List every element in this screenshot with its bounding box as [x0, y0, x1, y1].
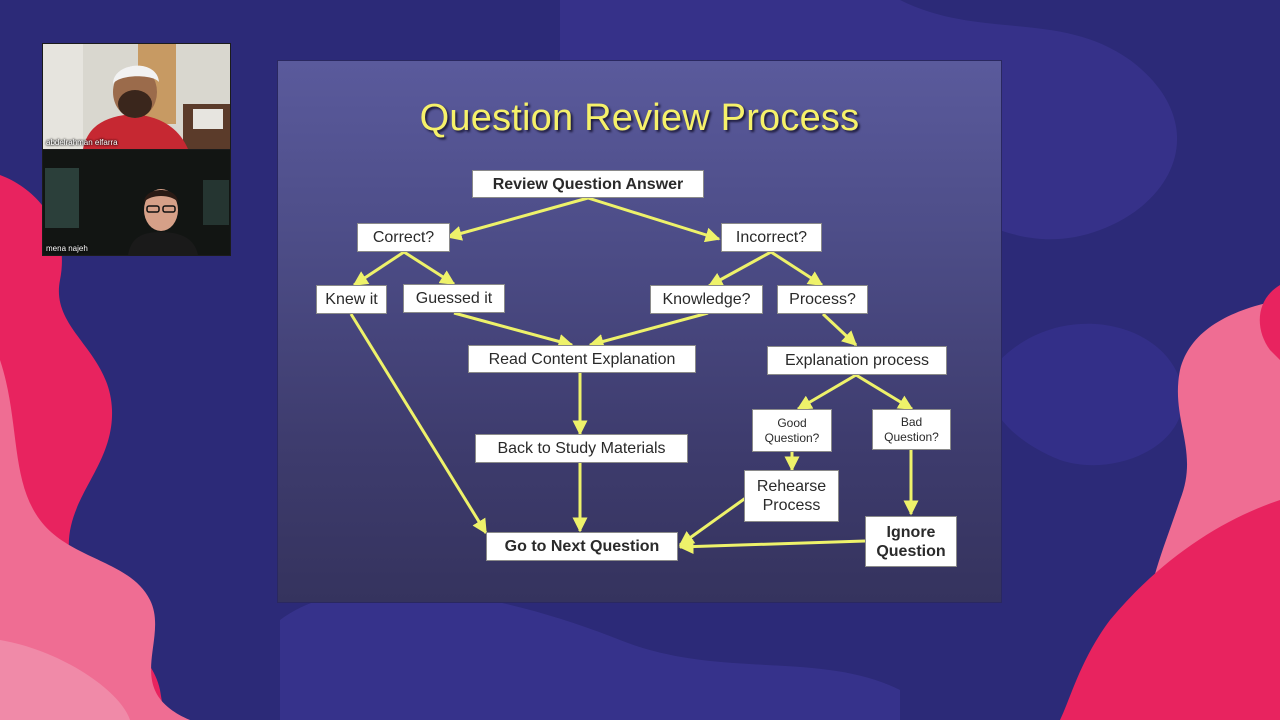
participant-video-tile[interactable]: mena najeh: [42, 149, 231, 256]
arrow: [855, 373, 914, 411]
arrow: [588, 311, 709, 349]
flowchart-arrows: [349, 196, 919, 555]
node-guessed-it: Guessed it: [403, 284, 505, 313]
participant-video-tile[interactable]: abdelrahman elfarra: [42, 43, 231, 150]
node-explanation-process: Explanation process: [767, 346, 947, 375]
participant-video-feed: [43, 150, 230, 255]
arrow: [796, 373, 857, 411]
participant-name: abdelrahman elfarra: [46, 138, 118, 147]
arrow: [678, 495, 748, 547]
arrow: [403, 250, 456, 286]
background-blob: [280, 589, 900, 720]
node-ignore-question: Ignore Question: [865, 516, 957, 567]
arrow: [707, 250, 772, 288]
node-read-content-explanation: Read Content Explanation: [468, 345, 696, 373]
node-incorrect: Incorrect?: [721, 223, 822, 252]
arrow: [821, 312, 858, 347]
node-good-question: Good Question?: [752, 409, 832, 452]
slide-title: Question Review Process: [419, 97, 860, 139]
background-blob: [989, 323, 1184, 466]
node-go-to-next-question: Go to Next Question: [486, 532, 678, 561]
arrow: [446, 196, 589, 241]
arrow: [770, 250, 824, 287]
node-process: Process?: [777, 285, 868, 314]
node-bad-question: Bad Question?: [872, 409, 951, 450]
node-correct: Correct?: [357, 223, 450, 252]
participant-video-feed: [43, 44, 230, 149]
arrow: [587, 196, 721, 243]
participant-name: mena najeh: [46, 244, 88, 253]
left-light-blob-2: [0, 640, 130, 720]
shared-slide: Question Review Process: [278, 61, 1001, 602]
node-knew-it: Knew it: [316, 285, 387, 314]
node-rehearse-process: Rehearse Process: [744, 470, 839, 522]
left-light-blob: [0, 360, 190, 720]
arrow: [453, 311, 574, 349]
node-review-question-answer: Review Question Answer: [472, 170, 704, 198]
right-pink-blob: [1259, 285, 1280, 360]
node-back-to-study-materials: Back to Study Materials: [475, 434, 688, 463]
arrow: [349, 313, 488, 535]
node-knowledge: Knowledge?: [650, 285, 763, 314]
arrow: [678, 539, 866, 555]
right-pink-blob-2: [1060, 500, 1280, 720]
arrow: [352, 250, 405, 287]
